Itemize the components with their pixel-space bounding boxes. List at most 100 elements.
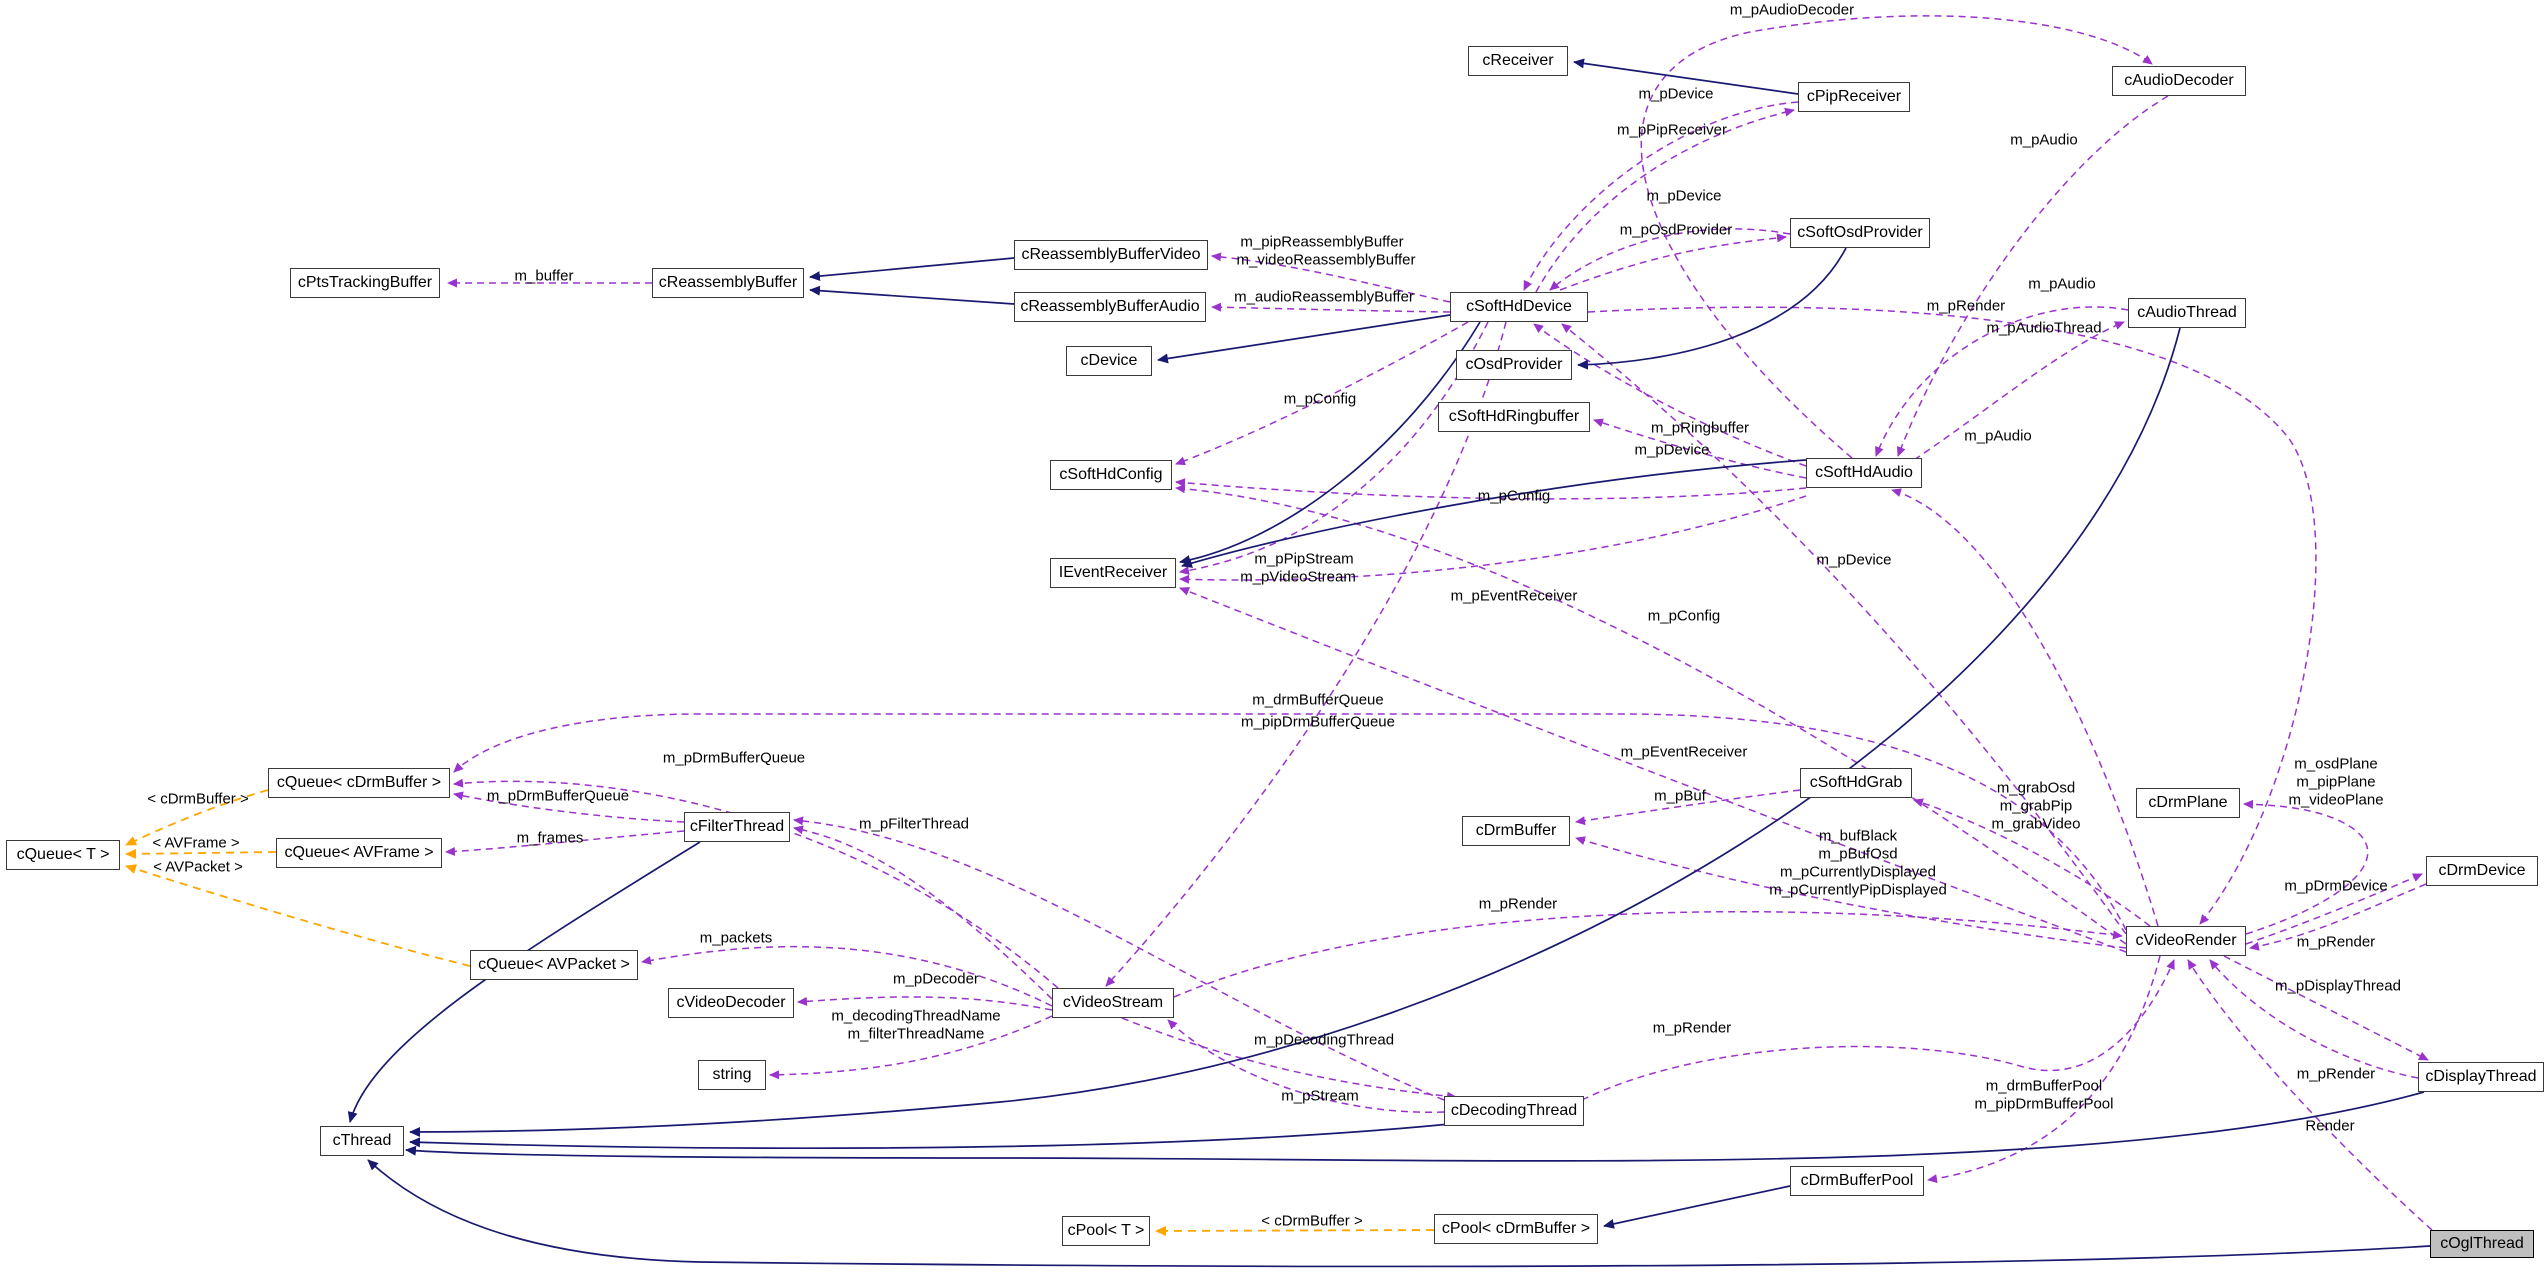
edge-label: m_pCurrentlyDisplayed: [1780, 863, 1936, 881]
edge-m_pAudio-audiothread: [1875, 306, 2129, 457]
edge-label: m_pRender: [2296, 1065, 2376, 1083]
edge-inherit-osdprovider: [1577, 247, 1847, 370]
edge-m_pAudioDecoder: [1640, 15, 2153, 459]
edge-template-avframe: [125, 848, 277, 859]
class-node-cPipReceiver[interactable]: cPipReceiver: [1798, 82, 1910, 112]
edge-label: m_decodingThreadName: [831, 1007, 1001, 1025]
class-node-cThread[interactable]: cThread: [320, 1126, 404, 1156]
edge-label: < AVPacket >: [153, 858, 243, 876]
edge-label: m_pEventReceiver: [1620, 743, 1748, 761]
edge-m_frames: [445, 830, 685, 856]
class-node-cSoftHdDevice[interactable]: cSoftHdDevice: [1450, 292, 1588, 322]
edge-m_pAudio-decoder: [1897, 95, 2169, 457]
edge-label: m_pDevice: [1638, 85, 1714, 103]
class-node-cVideoStream[interactable]: cVideoStream: [1052, 988, 1174, 1018]
edge-label: m_pConfig: [1647, 607, 1721, 625]
class-node-cVideoDecoder[interactable]: cVideoDecoder: [668, 988, 794, 1018]
edge-m_pDrmDevice: [2245, 873, 2423, 945]
edge-m_pEventReceiver-render: [1179, 587, 2127, 953]
edge-label: m_pDrmDevice: [2284, 877, 2388, 895]
class-node-cDrmDevice[interactable]: cDrmDevice: [2426, 856, 2538, 886]
class-node-cPtsTrackingBuffer[interactable]: cPtsTrackingBuffer: [290, 268, 440, 298]
class-node-IEventReceiver[interactable]: IEventReceiver: [1050, 558, 1176, 588]
edge-inherit-filterthread: [347, 841, 701, 1123]
class-node-string[interactable]: string: [698, 1060, 766, 1090]
class-node-cDrmBuffer[interactable]: cDrmBuffer: [1462, 816, 1570, 846]
edge-m_pDevice-osd: [1549, 228, 1791, 291]
class-node-cDrmBufferPool[interactable]: cDrmBufferPool: [1790, 1166, 1924, 1196]
class-node-cReassemblyBufferVideo[interactable]: cReassemblyBufferVideo: [1014, 240, 1208, 270]
edge-m_planes: [2243, 799, 2369, 935]
edge-label: m_osdPlane: [2294, 755, 2378, 773]
edge-label: m_pConfig: [1283, 390, 1357, 408]
edge-label: m_pDevice: [1646, 187, 1722, 205]
edge-label: m_grabVideo: [1991, 815, 2081, 833]
edge-label: m_pDevice: [1634, 441, 1710, 459]
class-node-cFilterThread[interactable]: cFilterThread: [684, 812, 790, 842]
edge-m_pRender-dec: [1581, 959, 2175, 1101]
class-node-cOsdProvider[interactable]: cOsdProvider: [1456, 350, 1572, 380]
class-node-cVideoRender[interactable]: cVideoRender: [2126, 926, 2246, 956]
edge-label: m_pAudio: [2010, 131, 2078, 149]
class-node-cQueueT[interactable]: cQueue< T >: [6, 840, 120, 870]
class-node-cQueueCDrmBuffer[interactable]: cQueue< cDrmBuffer >: [268, 768, 450, 798]
edge-inherit-reasaudio: [809, 285, 1015, 305]
edge-label: m_pipDrmBufferQueue: [1241, 713, 1395, 731]
class-node-cSoftHdAudio[interactable]: cSoftHdAudio: [1806, 458, 1922, 488]
edge-Render: [2187, 959, 2433, 1231]
edge-m_pDrmBufferQueue-stream: [453, 778, 1059, 989]
class-node-cOglThread: cOglThread: [2430, 1230, 2534, 1258]
edge-label: m_videoPlane: [2288, 791, 2384, 809]
class-node-cSoftHdGrab[interactable]: cSoftHdGrab: [1800, 768, 1912, 798]
class-node-cSoftHdConfig[interactable]: cSoftHdConfig: [1050, 460, 1172, 490]
class-node-cAudioDecoder[interactable]: cAudioDecoder: [2112, 66, 2246, 96]
edge-label: m_pVideoStream: [1240, 568, 1356, 586]
class-node-cQueueAVPacket[interactable]: cQueue< AVPacket >: [470, 950, 638, 980]
edge-label: m_audioReassemblyBuffer: [1234, 288, 1414, 306]
class-node-cPoolCDrmBuffer[interactable]: cPool< cDrmBuffer >: [1434, 1214, 1598, 1244]
edge-inherit-oglthread: [367, 1159, 2431, 1268]
edge-m_pRender-stream: [1173, 910, 2123, 998]
edge-template-cdrmbuffer-pool: [1155, 1225, 1435, 1236]
class-node-cDecodingThread[interactable]: cDecodingThread: [1444, 1096, 1584, 1126]
edge-label: m_pStream: [1281, 1087, 1359, 1105]
edge-label: m_frames: [516, 829, 584, 847]
edge-label: m_pOsdProvider: [1619, 221, 1733, 239]
edge-label: m_buffer: [514, 267, 574, 285]
class-node-cAudioThread[interactable]: cAudioThread: [2128, 298, 2246, 328]
class-node-cReceiver[interactable]: cReceiver: [1468, 46, 1568, 76]
edge-m_pConfig-device: [1175, 321, 1469, 466]
edge-m_pDrmBufferQueue-filter: [453, 791, 685, 823]
edge-label: m_grabPip: [1999, 797, 2073, 815]
class-node-cPoolT[interactable]: cPool< T >: [1062, 1216, 1150, 1246]
edge-m_pEventReceiver-audio: [1179, 495, 1807, 584]
edge-m_pStream: [1167, 1019, 1445, 1113]
edge-label: m_pEventReceiver: [1450, 587, 1578, 605]
class-node-cDrmPlane[interactable]: cDrmPlane: [2136, 788, 2240, 818]
edge-m_drmBufferQueue: [453, 713, 2127, 931]
edge-label: m_videoReassemblyBuffer: [1236, 251, 1416, 269]
edge-m_audioReassemblyBuffer: [1211, 302, 1451, 313]
class-node-cQueueAVFrame[interactable]: cQueue< AVFrame >: [276, 838, 442, 868]
edge-label: < cDrmBuffer >: [147, 790, 249, 808]
edge-label: m_pRender: [1652, 1019, 1732, 1037]
class-node-cReassemblyBufferAudio[interactable]: cReassemblyBufferAudio: [1014, 292, 1206, 322]
edge-m_pConfig-render: [1175, 484, 2127, 945]
edge-label: m_pBufOsd: [1818, 845, 1898, 863]
edge-label: m_pAudioDecoder: [1729, 1, 1855, 19]
class-node-cDevice[interactable]: cDevice: [1066, 346, 1152, 376]
edge-label: m_pRingbuffer: [1650, 419, 1750, 437]
edge-inherit-displaythread: [405, 1091, 2425, 1162]
class-node-cSoftHdRingbuffer[interactable]: cSoftHdRingbuffer: [1438, 402, 1590, 432]
template-edges: [125, 789, 1435, 1236]
class-node-cSoftOsdProvider[interactable]: cSoftOsdProvider: [1790, 218, 1930, 248]
edge-inherit-receiver: [1573, 58, 1799, 95]
edge-m_drmBufferPool: [1927, 955, 2161, 1184]
usage-edges: [445, 15, 2433, 1231]
edge-template-cdrmbuffer-queue: [125, 789, 269, 846]
class-node-cDisplayThread[interactable]: cDisplayThread: [2418, 1062, 2544, 1092]
edge-label: m_pDecoder: [893, 970, 979, 988]
class-node-cReassemblyBuffer[interactable]: cReassemblyBuffer: [652, 268, 804, 298]
edge-label: m_pipReassemblyBuffer: [1240, 233, 1404, 251]
edge-label: m_packets: [699, 929, 773, 947]
